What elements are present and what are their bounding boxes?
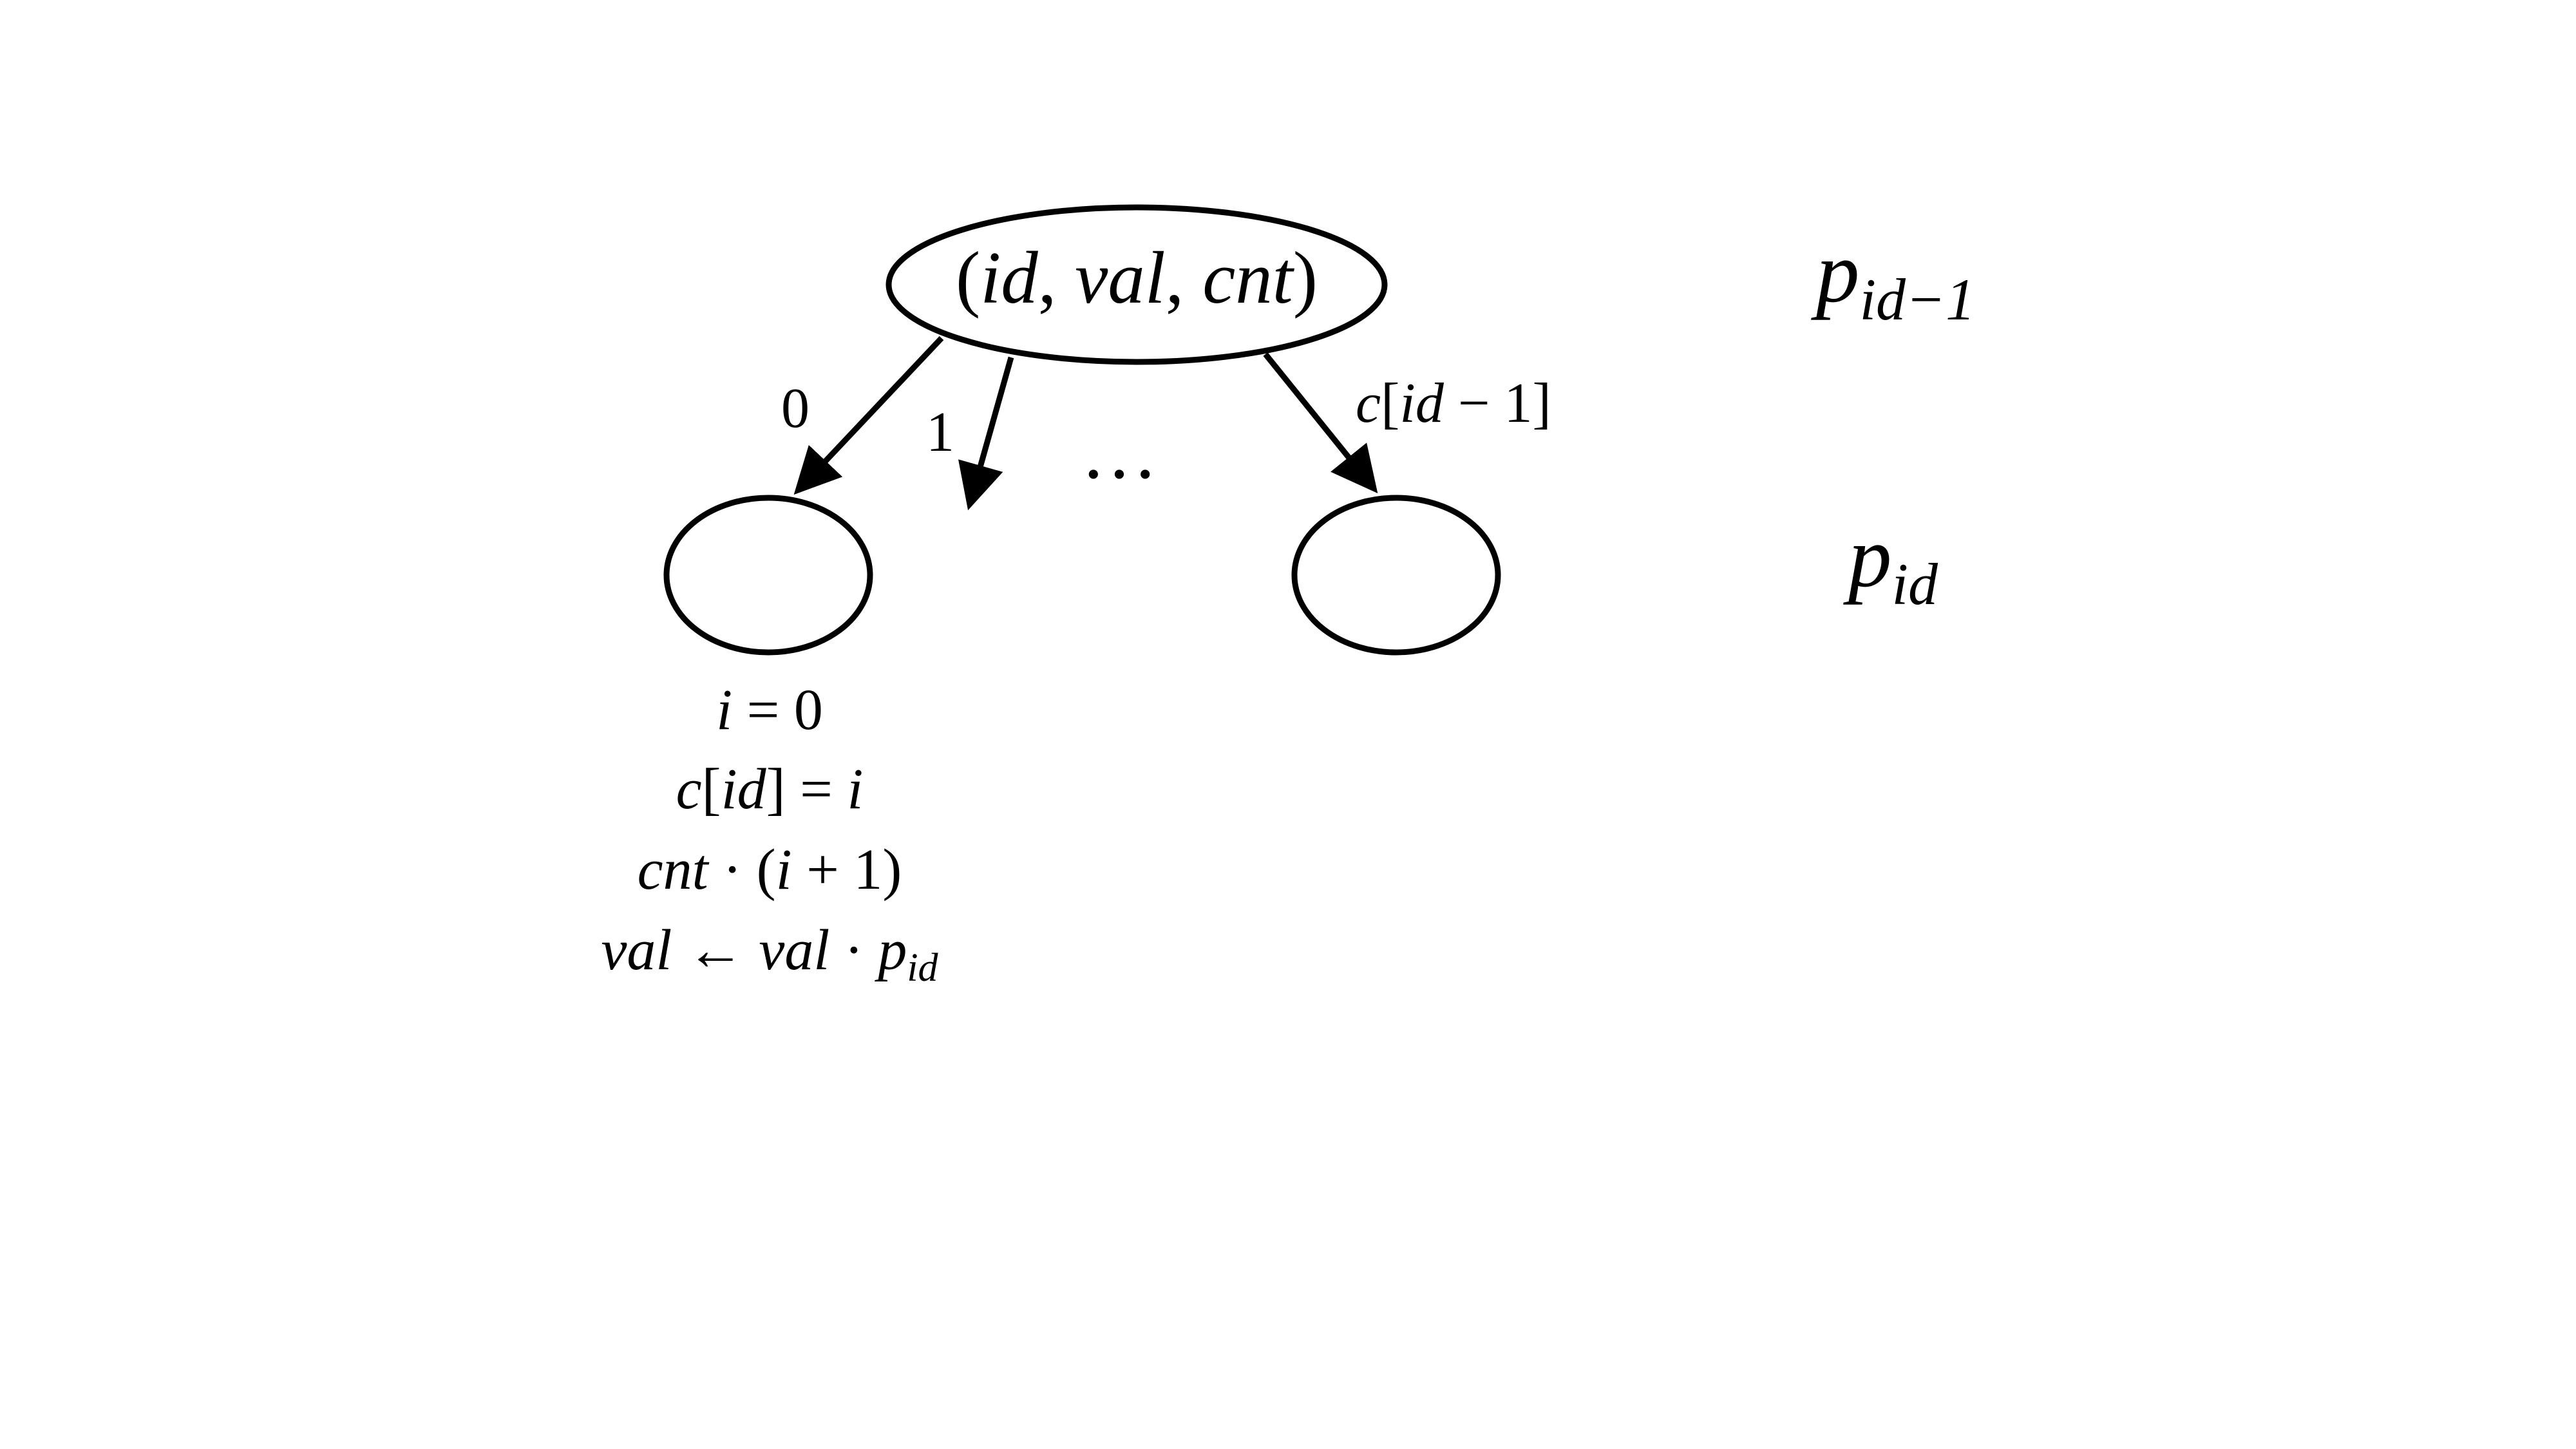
level-label-upper: pid−1 xyxy=(1811,225,1975,332)
annotation-line-3: cnt · (i + 1) xyxy=(638,838,902,902)
edge-0-arrow xyxy=(793,336,944,495)
annotation-line-2: c[id] = i xyxy=(676,757,864,821)
edge-last-label: c[id − 1] xyxy=(1356,372,1551,435)
child-node-right xyxy=(1291,495,1501,656)
edge-1-label: 1 xyxy=(926,401,954,464)
child-node-left xyxy=(663,495,873,656)
edge-0-label: 0 xyxy=(781,377,810,440)
root-node xyxy=(886,204,1388,365)
root-node-label: (id, val, cnt) xyxy=(956,237,1318,319)
level-label-lower: pid xyxy=(1843,509,1938,617)
edge-last-arrow xyxy=(1263,352,1378,494)
edge-1-arrow xyxy=(958,356,1014,511)
annotation-line-4: val ← val · pid xyxy=(601,918,938,990)
annotation-line-1: i = 0 xyxy=(716,678,823,742)
edges-ellipsis: … xyxy=(1081,409,1158,495)
